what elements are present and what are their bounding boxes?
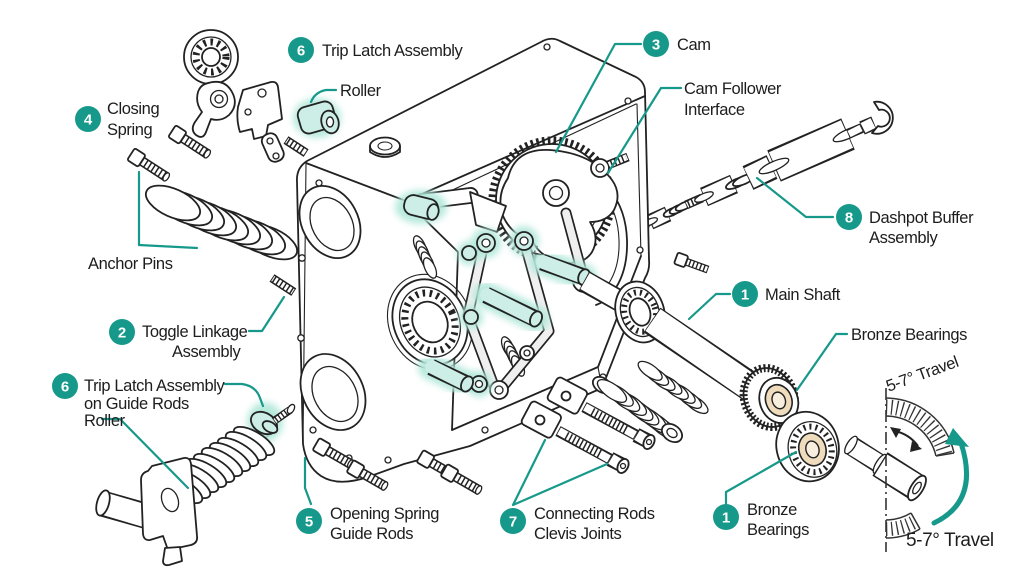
badge-1 [732,281,758,307]
guide-rod-bracket [95,456,199,567]
dashpot-buffer-assembly [612,100,894,243]
badge-number: 6 [297,43,305,60]
label-cam: Cam [677,36,711,54]
badge-number: 2 [118,325,126,342]
badge-6 [52,373,78,399]
callout-cam-follower: Cam Follower Interface [684,80,782,119]
shaft-plug [844,435,927,502]
label-roller-top: Roller [340,82,382,100]
label-opening-spring: Opening Spring [330,505,439,523]
label-trip-latch-assembly: Trip Latch Assembly [84,377,225,395]
label-guide-rods: Guide Rods [330,525,413,543]
badge-number: 4 [84,112,93,129]
badge-1 [713,504,739,530]
opening-spring-guide-rod-bolts [312,437,483,495]
trip-latch-guide-rod-assembly [95,402,296,567]
clevis-rod [546,376,656,450]
bronze-bearing-free [775,410,840,483]
callout-main-shaft: 1 Main Shaft [732,281,841,307]
callout-closing-spring: 4 Closing Spring [75,100,160,139]
badge-number: 5 [305,514,313,531]
label-travel-top: 5-7° Travel [884,353,961,396]
label-assembly: Assembly [172,343,241,361]
screw [673,252,710,274]
badge-5 [296,508,322,534]
anchor-pin-stud [269,274,297,296]
label-roller: Roller [84,412,126,430]
interior-spring-small [412,235,438,279]
badge-3 [643,31,669,57]
label-spring: Spring [107,121,153,139]
housing-main-bearing [386,273,474,371]
label-dashpot-buffer: Dashpot Buffer [869,209,974,227]
callout-opening-spring: 5 Opening Spring Guide Rods [296,505,440,543]
ball-bearing-top [183,29,239,85]
badge-7 [500,508,526,534]
clevis-rod [520,400,630,474]
travel-gauge [885,388,970,552]
badge-2 [109,319,135,345]
screw [168,124,212,159]
latch-hook [191,80,236,138]
label-travel-bottom: 5-7° Travel [906,530,994,551]
main-shaft-assembly [578,252,927,502]
hex-nut [369,136,401,158]
callout-trip-latch-top: 6 Trip Latch Assembly [288,37,464,63]
label-interface: Interface [684,101,745,119]
threaded-stud [283,136,309,157]
label-closing: Closing [107,100,159,118]
label-connecting-rods: Connecting Rods [534,505,655,523]
bronze-bearing-knurled [739,364,800,432]
housing-bore-upper [298,185,362,259]
retainer-clip [871,100,894,135]
travel-arrow [931,440,970,526]
badge-4 [75,106,101,132]
label-bearings: Bearings [747,521,809,539]
label-cam-follower: Cam Follower [684,80,782,98]
opening-spring-small [596,379,684,443]
label-on-guide-rods: on Guide Rods [84,395,189,413]
cam-follower-roller [590,152,630,178]
badge-number: 3 [652,37,660,54]
housing-bore-lower [299,353,367,431]
small-link [260,132,285,163]
badge-number: 6 [61,379,69,396]
label-bronze: Bronze [747,501,797,519]
label-bronze-bearings-right: Bronze Bearings [851,326,967,344]
callout-bronze-bearings-bottom: 1 Bronze Bearings [713,501,809,539]
label-assembly: Assembly [869,229,938,247]
screw [127,147,171,182]
badge-number: 7 [509,514,517,531]
closing-spring-coil [145,184,298,261]
connecting-rods-clevis-joints [520,360,709,474]
roller-highlight-top [293,98,341,138]
highlighted-linkage-pins [403,194,591,393]
badge-number: 1 [722,510,730,527]
callout-dashpot: 8 Dashpot Buffer Assembly [836,204,974,247]
callout-toggle-linkage: 2 Toggle Linkage Assembly [109,319,248,361]
label-trip-latch-assembly: Trip Latch Assembly [322,42,463,60]
label-anchor-pins: Anchor Pins [88,255,173,273]
callout-connecting-rods: 7 Connecting Rods Clevis Joints [500,505,655,543]
opening-spring-small [637,360,709,415]
badge-number: 1 [741,287,749,304]
trip-latch-assembly-parts [127,29,341,182]
badge-6 [288,37,314,63]
callout-cam: 3 Cam [643,31,711,57]
label-clevis-joints: Clevis Joints [534,525,622,543]
label-toggle-linkage: Toggle Linkage [142,323,248,341]
badge-8 [836,204,862,230]
leader-lines [100,42,849,507]
badge-number: 8 [845,210,853,227]
label-main-shaft: Main Shaft [765,286,841,304]
callout-trip-latch-bottom: 6 Trip Latch Assembly on Guide Rods Roll… [52,373,226,430]
